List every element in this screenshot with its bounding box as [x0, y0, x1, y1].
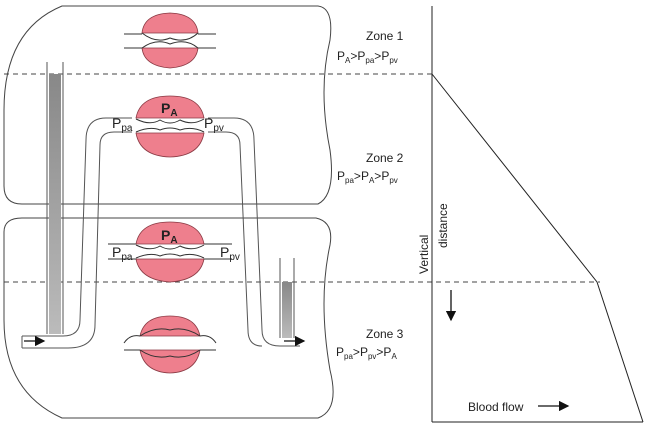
arterial-manometer: [46, 62, 64, 334]
zone1-relation: PA>Ppa>Ppv: [337, 49, 398, 65]
upper-lung-outline: [3, 5, 332, 205]
pulmonary-vessel: [21, 117, 300, 349]
blood-flow-label: Blood flow: [468, 400, 524, 414]
alveolus-zone2-lower: [108, 221, 232, 283]
blood-flow-curve: [431, 73, 644, 423]
zone2-title: Zone 2: [366, 151, 404, 165]
venous-manometer: [279, 258, 295, 338]
ppv-label-lower: Ppv: [220, 244, 240, 263]
pa-alveolar-label-upper: PA: [161, 100, 178, 119]
ppa-label-lower: Ppa: [112, 244, 133, 263]
ppv-label-upper: Ppv: [204, 115, 224, 134]
zone3-relation: Ppa>Ppv>PA: [336, 345, 397, 361]
alveolus-zone1: [124, 12, 216, 69]
zone1-title: Zone 1: [366, 29, 404, 43]
zone2-relation: Ppa>PA>Ppv: [337, 169, 398, 185]
pa-alveolar-label-lower: PA: [161, 227, 178, 246]
lower-lung-outline: [3, 217, 334, 419]
vertical-axis-label: Vertical: [417, 235, 431, 274]
ppa-label-upper: Ppa: [112, 115, 133, 134]
alveolus-zone3: [123, 315, 217, 374]
alveolus-zone2-upper: [135, 95, 205, 158]
zone3-title: Zone 3: [366, 327, 404, 341]
blood-flow-graph: [431, 6, 644, 423]
distance-axis-label: distance: [436, 203, 450, 248]
